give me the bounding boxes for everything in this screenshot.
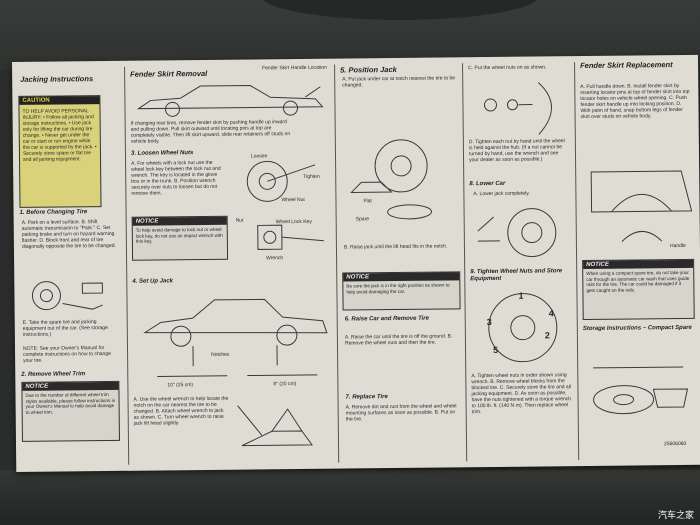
wheel-nut-label: Wheel Nut [281, 196, 305, 204]
step4-title: 4. Set Up Jack [132, 278, 174, 285]
step2-title: 2. Remove Wheel Trim [21, 371, 86, 378]
step9-text: A. Tighten wheel nuts in order shown usi… [471, 372, 572, 416]
loosen-label: Loosen [250, 153, 268, 160]
step1e-text: E. Take the spare tire and jacking equip… [22, 319, 108, 338]
step7d-text: D. Tighten each nut by hand until the wh… [468, 138, 565, 164]
position-jack-diagram [350, 139, 433, 220]
jacking-instructions-label: Jacking Instructions CAUTION TO HELP AVO… [12, 54, 700, 472]
step7-text: A. Remove dirt and rust from the wheel a… [345, 403, 457, 423]
background-bottom [0, 470, 700, 525]
skirt-handle-location: Fender Skirt Handle Location [262, 64, 327, 72]
step6-title: 6. Raise Car and Remove Tire [344, 315, 430, 323]
step8-title: 8. Lower Car [469, 180, 506, 188]
step3-text: A. For wheels with a lock nut use the wh… [131, 159, 221, 197]
tighten-label: Tighten [303, 173, 320, 180]
notches-label: Notches [211, 351, 230, 358]
step1-text: A. Park on a level surface. B. Shift aut… [21, 219, 116, 250]
column-divider [462, 63, 468, 462]
wheel-lock-key-label: Wheel Lock Key [275, 218, 312, 226]
flat-label: Flat [363, 198, 372, 205]
dimension-rear: 8" (20 cm) [273, 381, 297, 388]
skirt-replacement-title: Fender Skirt Replacement [580, 60, 673, 71]
notice-box-jack: NOTICE Be sure the jack is in the right … [342, 271, 461, 311]
notice-text: Be sure the jack is in the right positio… [346, 282, 450, 295]
notice-box-locknut: NOTICE To help avoid damage to lock nut … [131, 215, 229, 261]
step5-title: 5. Position Jack [340, 64, 397, 75]
step9-title: 9. Tighten Wheel Nuts and Store Equipmen… [470, 268, 563, 283]
step7-title: 7. Replace Tire [345, 394, 388, 401]
jacking-title: Jacking Instructions [20, 74, 94, 84]
lock-key-diagram [257, 224, 324, 250]
storage-diagram [593, 366, 689, 415]
notice-text: To help avoid damage to lock nut or whee… [135, 226, 223, 244]
lug-2: 2 [544, 330, 550, 341]
notice-text: When using a compact spare tire, do not … [586, 269, 690, 293]
lug-5: 5 [492, 344, 499, 355]
spare-label: Spare [355, 216, 370, 223]
part-number: 25606060 [664, 440, 687, 448]
caution-text: TO HELP AVOID PERSONAL INJURY: • Follow … [22, 108, 97, 163]
notice-box-trim: NOTICE Due to the number of different wh… [21, 380, 120, 442]
step8-text: A. Lower jack completely. [473, 190, 530, 198]
step5-text: A. Put jack under car at notch nearest t… [342, 75, 456, 89]
jack-points-diagram [143, 298, 328, 377]
jack-diagram [237, 405, 314, 447]
wrench-label: Wrench [266, 255, 284, 262]
lug-order-diagram [488, 293, 558, 363]
wheel-nuts-diagram [483, 82, 552, 135]
step3-title: 3. Loosen Wheel Nuts [130, 150, 194, 157]
notice-text: Due to the number of different wheel tri… [25, 392, 116, 415]
watermark: 汽车之家 [657, 511, 694, 521]
step1-title: 1. Before Changing Tire [19, 209, 88, 216]
loosen-nut-diagram [246, 160, 316, 202]
caution-box: CAUTION TO HELP AVOID PERSONAL INJURY: •… [18, 95, 102, 208]
step6-text: A. Raise the car until the tire is off t… [344, 333, 453, 347]
lug-3: 3 [486, 316, 492, 328]
step4-text: A. Use the wheel wrench to help locate t… [133, 395, 229, 427]
step5b-text: B. Raise jack until the lift head fits i… [343, 243, 448, 251]
fender-skirt-diagram [590, 170, 693, 242]
caution-label: CAUTION [19, 96, 100, 105]
nut-label: Nut [235, 217, 244, 224]
lower-car-diagram [477, 208, 557, 258]
owner-manual-note: NOTE: See your Owner's Manual for comple… [22, 345, 111, 364]
notice-box-carwash: NOTICE When using a compact spare tire, … [582, 258, 695, 321]
handle-label: Handle [669, 242, 686, 250]
column-divider [334, 64, 340, 463]
car-side-diagram [136, 85, 324, 117]
dimension-front: 10" (25 cm) [167, 382, 194, 389]
skirt-replacement-text: A. Pull handle down. B. Install fender s… [580, 83, 690, 121]
wheel-block-diagram [31, 281, 103, 311]
storage-title: Storage Instructions – Compact Spare [582, 324, 692, 333]
column-divider [124, 66, 130, 465]
step7c-text: C. Put the wheel nuts on as shown. [468, 64, 547, 72]
lug-4: 4 [548, 308, 554, 319]
skirt-removal-text: If changing rear tires, remove fender sk… [130, 119, 291, 145]
lug-1: 1 [518, 290, 524, 301]
background-shape [260, 0, 540, 20]
